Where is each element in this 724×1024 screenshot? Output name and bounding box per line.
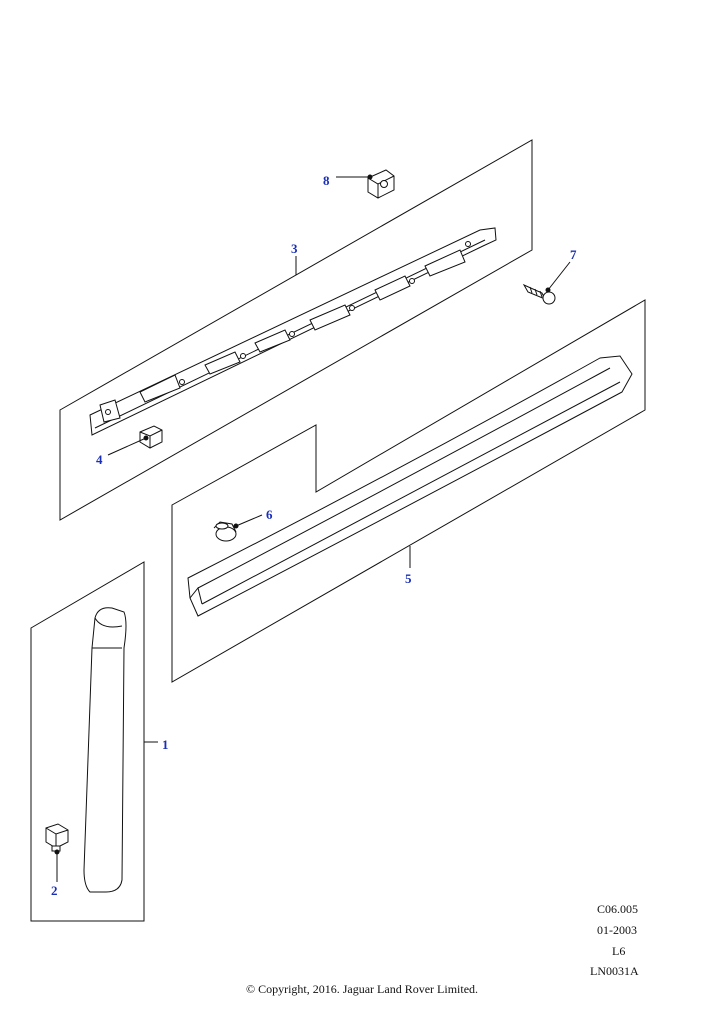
panel-pillar-group (30, 561, 145, 922)
leader-7 (547, 261, 571, 291)
part-3-upper-rail[interactable] (89, 227, 497, 436)
callout-7[interactable]: 7 (570, 247, 577, 262)
callout-4[interactable]: 4 (96, 452, 103, 467)
part-1-pillar-trim[interactable] (83, 607, 127, 893)
panel-trim-group (171, 299, 646, 683)
callout-5[interactable]: 5 (405, 571, 412, 586)
diagram-code: C06.005 (597, 902, 639, 916)
part-4-clip[interactable] (139, 425, 163, 449)
callout-1[interactable]: 1 (162, 737, 169, 752)
diagram-date: 01-2003 (597, 923, 637, 937)
callout-2[interactable]: 2 (51, 883, 58, 898)
copyright-notice: © Copyright, 2016. Jaguar Land Rover Lim… (245, 982, 479, 996)
panel-rail-group (59, 139, 533, 521)
callout-6[interactable]: 6 (266, 507, 273, 522)
callout-3[interactable]: 3 (291, 241, 298, 256)
illustration-id: LN0031A (590, 964, 639, 978)
leader-4 (107, 437, 147, 456)
leader-lines (54, 174, 571, 882)
part-8-clip[interactable] (367, 169, 395, 199)
part-5-sill-trim[interactable] (187, 355, 633, 617)
callout-8[interactable]: 8 (323, 173, 330, 188)
part-2-clip[interactable] (45, 823, 69, 852)
part-7-screw[interactable] (522, 283, 556, 305)
diagram-model: L6 (612, 944, 626, 958)
part-6-push-clip[interactable] (213, 521, 237, 542)
leader-6 (235, 514, 263, 527)
